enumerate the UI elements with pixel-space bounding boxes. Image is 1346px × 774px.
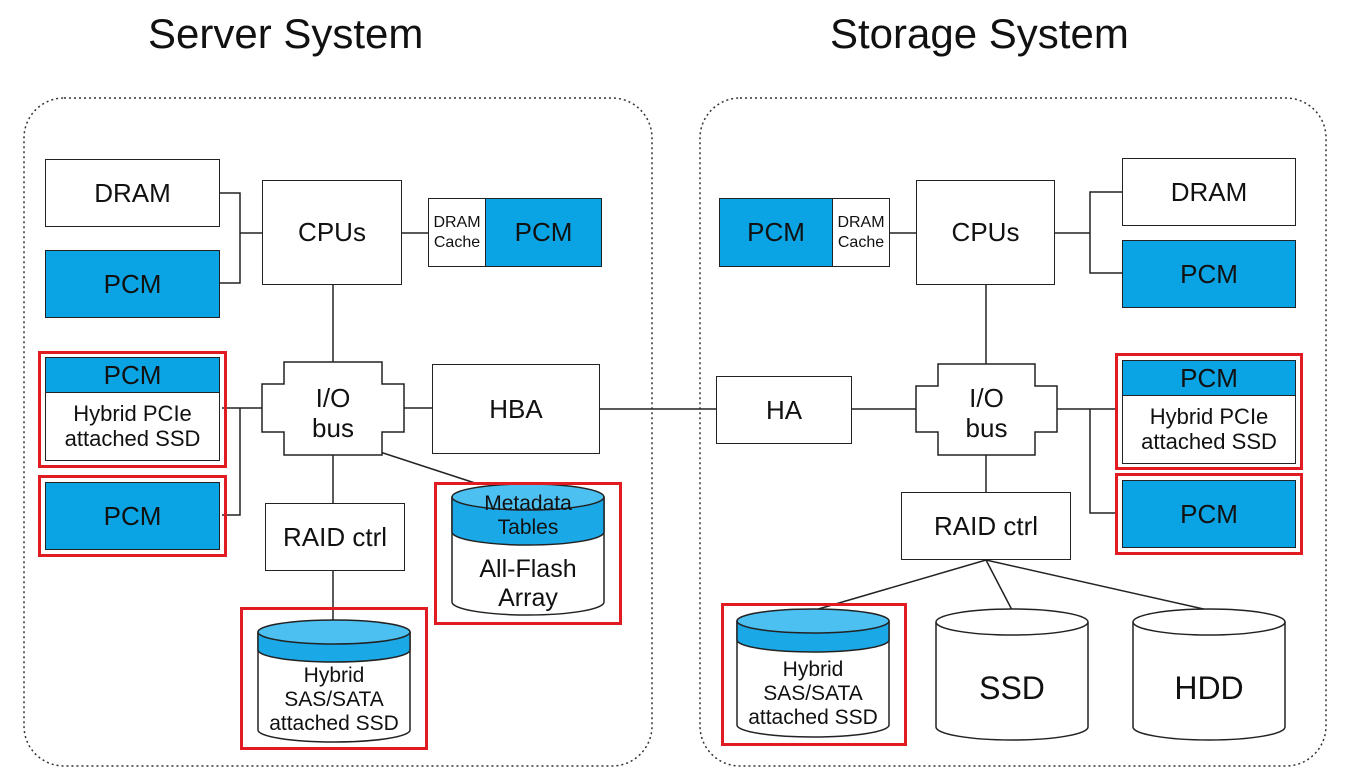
storage-hdd-label: HDD xyxy=(1174,670,1244,706)
server-dram-box: DRAM xyxy=(45,159,220,227)
storage-hdd-cylinder xyxy=(1132,608,1286,741)
server-hba-box: HBA xyxy=(432,364,600,454)
server-dram-cache-box: DRAM Cache xyxy=(428,198,486,267)
storage-raid-hybrid-link xyxy=(814,559,987,611)
storage-hybrid-ssd-cylinder xyxy=(736,608,890,738)
storage-io-bus-shape xyxy=(915,363,1058,456)
server-pcie-pcm-band: PCM xyxy=(45,357,220,393)
server-io-bus-shape xyxy=(261,361,405,456)
server-cpus-box: CPUs xyxy=(262,180,402,285)
storage-raid-hdd-link xyxy=(985,559,1209,611)
storage-hybrid-ssd-label: Hybrid SAS/SATA attached SSD xyxy=(748,658,878,730)
server-pcm-box: PCM xyxy=(45,250,220,318)
server-system-container xyxy=(23,97,653,767)
server-pcm2-io-link xyxy=(222,408,241,516)
storage-pcm-box: PCM xyxy=(1122,240,1296,308)
storage-pcie-ssd-highlight xyxy=(1115,353,1303,470)
storage-io-pcm2-link xyxy=(1089,409,1118,514)
storage-pcm2-highlight xyxy=(1115,473,1303,555)
server-cache-pcm-box: PCM xyxy=(485,198,602,267)
server-io-flash-link xyxy=(379,451,479,485)
server-metadata-tables-label: Metadata Tables xyxy=(484,492,572,539)
storage-pcie-ssd-label: Hybrid PCIe attached SSD xyxy=(1122,395,1296,464)
storage-cpus-box: CPUs xyxy=(916,180,1055,285)
storage-ssd-cylinder xyxy=(935,608,1089,741)
server-pcm2-highlight xyxy=(38,475,227,557)
server-all-flash-label: All-Flash Array xyxy=(479,555,577,612)
storage-cache-pcm-box: PCM xyxy=(719,198,833,267)
storage-ha-box: HA xyxy=(716,376,852,444)
server-dram-pcm-link xyxy=(220,192,241,284)
server-raid-ctrl-box: RAID ctrl xyxy=(265,503,405,571)
storage-pcm2-box: PCM xyxy=(1122,480,1296,548)
server-all-flash-highlight xyxy=(434,482,622,625)
server-hybrid-ssd-cylinder xyxy=(257,619,411,743)
storage-raid-ctrl-box: RAID ctrl xyxy=(901,492,1071,560)
server-all-flash-cylinder xyxy=(451,483,605,616)
storage-hybrid-ssd-highlight xyxy=(721,603,907,746)
server-hybrid-ssd-highlight xyxy=(240,607,428,750)
storage-io-bus-label: I/O bus xyxy=(965,383,1008,443)
server-system-title: Server System xyxy=(148,10,424,57)
storage-dram-pcm-link xyxy=(1089,191,1122,274)
storage-ssd-label: SSD xyxy=(979,670,1045,706)
storage-dram-cache-box: DRAM Cache xyxy=(832,198,890,267)
storage-system-title: Storage System xyxy=(830,10,1129,57)
server-pcm2-box: PCM xyxy=(45,482,220,550)
storage-pcie-pcm-band: PCM xyxy=(1122,360,1296,396)
server-hybrid-ssd-label: Hybrid SAS/SATA attached SSD xyxy=(269,664,399,736)
storage-raid-ssd-link xyxy=(985,559,1013,611)
server-pcie-ssd-label: Hybrid PCIe attached SSD xyxy=(45,392,220,461)
server-io-bus-label: I/O bus xyxy=(312,383,354,443)
server-pcie-ssd-highlight xyxy=(38,351,227,468)
storage-dram-box: DRAM xyxy=(1122,158,1296,226)
